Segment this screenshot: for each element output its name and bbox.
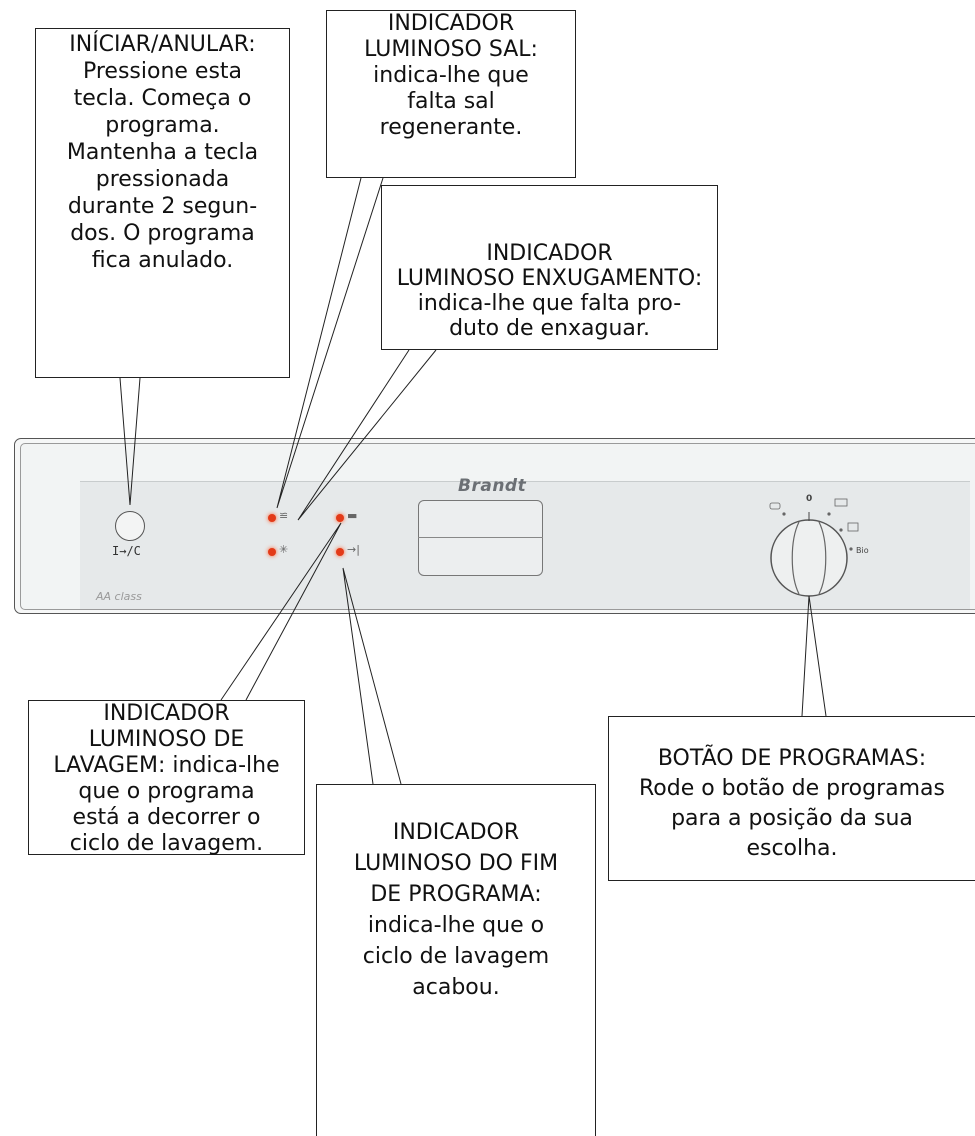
callout-program-knob: BOTÃO DE PROGRAMAS: Rode o botão de prog… — [608, 716, 975, 881]
callout-wash-indicator: INDICADOR LUMINOSO DE LAVAGEM: indica-lh… — [28, 700, 305, 856]
start-cancel-label: I→/C — [112, 544, 141, 558]
end-icon: →| — [347, 543, 360, 556]
energy-class-logo: AA class — [96, 590, 142, 603]
salt-icon: ≌ — [279, 509, 289, 522]
wash-led — [268, 548, 276, 556]
callout-end-indicator: INDICADOR LUMINOSO DO FIM DE PROGRAMA: i… — [316, 784, 596, 1136]
dial-bio-mark: Bio — [856, 546, 869, 555]
dial-zero-mark: 0 — [806, 494, 813, 504]
display-window — [418, 500, 543, 576]
callout-rinse-indicator: INDICADOR LUMINOSO ENXUGAMENTO: indica-l… — [381, 185, 718, 350]
display-divider — [418, 537, 543, 538]
callout-start-cancel: INÍCIAR/ANULAR: Pressione esta tecla. Co… — [35, 28, 290, 378]
salt-led — [268, 514, 276, 522]
end-led — [336, 548, 344, 556]
rinse-aid-icon: ▬ — [347, 509, 358, 522]
start-cancel-button[interactable] — [115, 511, 145, 541]
brand-logo: Brandt — [458, 476, 527, 496]
wash-icon: ✳ — [279, 543, 289, 556]
program-knob[interactable] — [770, 512, 848, 597]
callout-salt-indicator: INDICADOR LUMINOSO SAL: indica-lhe que f… — [326, 10, 576, 178]
dial-program-icons — [769, 498, 859, 551]
rinse-led — [336, 514, 344, 522]
